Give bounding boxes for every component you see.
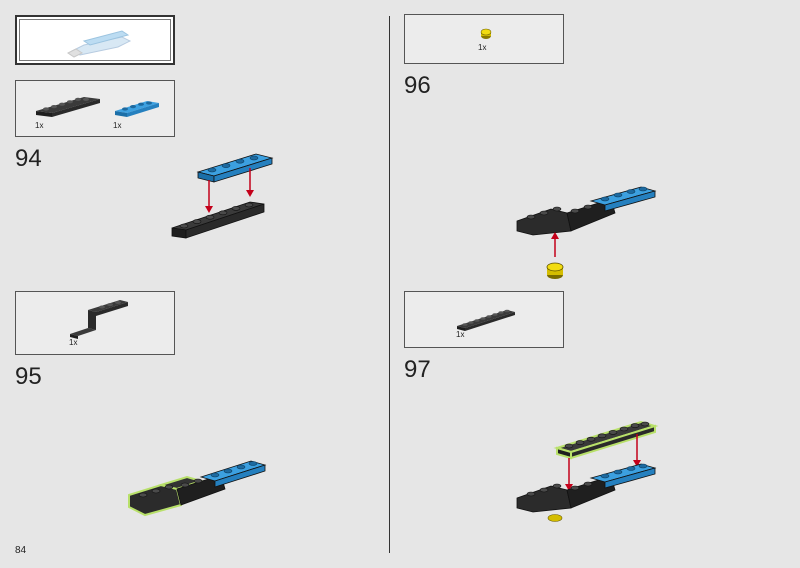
blue-plate-1x4-icon [115, 101, 159, 117]
part-qty: 1x [478, 43, 487, 52]
page-number: 84 [15, 545, 27, 556]
step-94-illustration [171, 153, 274, 239]
part-qty: 1x [69, 338, 78, 347]
page-divider [389, 16, 390, 553]
step-96-illustration [516, 186, 657, 279]
step-97-illustration [516, 420, 659, 522]
step-number: 95 [15, 363, 42, 390]
part-qty: 1x [113, 121, 122, 130]
step-95-illustration [128, 460, 267, 517]
parts-list-step-95: 1x [15, 291, 175, 355]
submodel-callout [15, 15, 175, 65]
part-qty: 1x [35, 121, 44, 130]
parts-list-step-96: 1x [404, 14, 564, 64]
step-number: 97 [404, 356, 431, 383]
step-number: 96 [404, 72, 431, 99]
black-plate-1x6-icon [36, 97, 100, 117]
black-bracket-plate-icon [70, 300, 128, 339]
black-plate-1x8-icon [457, 309, 515, 331]
yellow-round-tile-icon [480, 28, 492, 39]
step-number: 94 [15, 145, 42, 172]
part-qty: 1x [456, 330, 465, 339]
parts-list-step-97: 1x [404, 291, 564, 348]
submodel-thumbnail-icon [67, 30, 132, 58]
parts-list-step-94: 1x 1x [15, 80, 175, 137]
